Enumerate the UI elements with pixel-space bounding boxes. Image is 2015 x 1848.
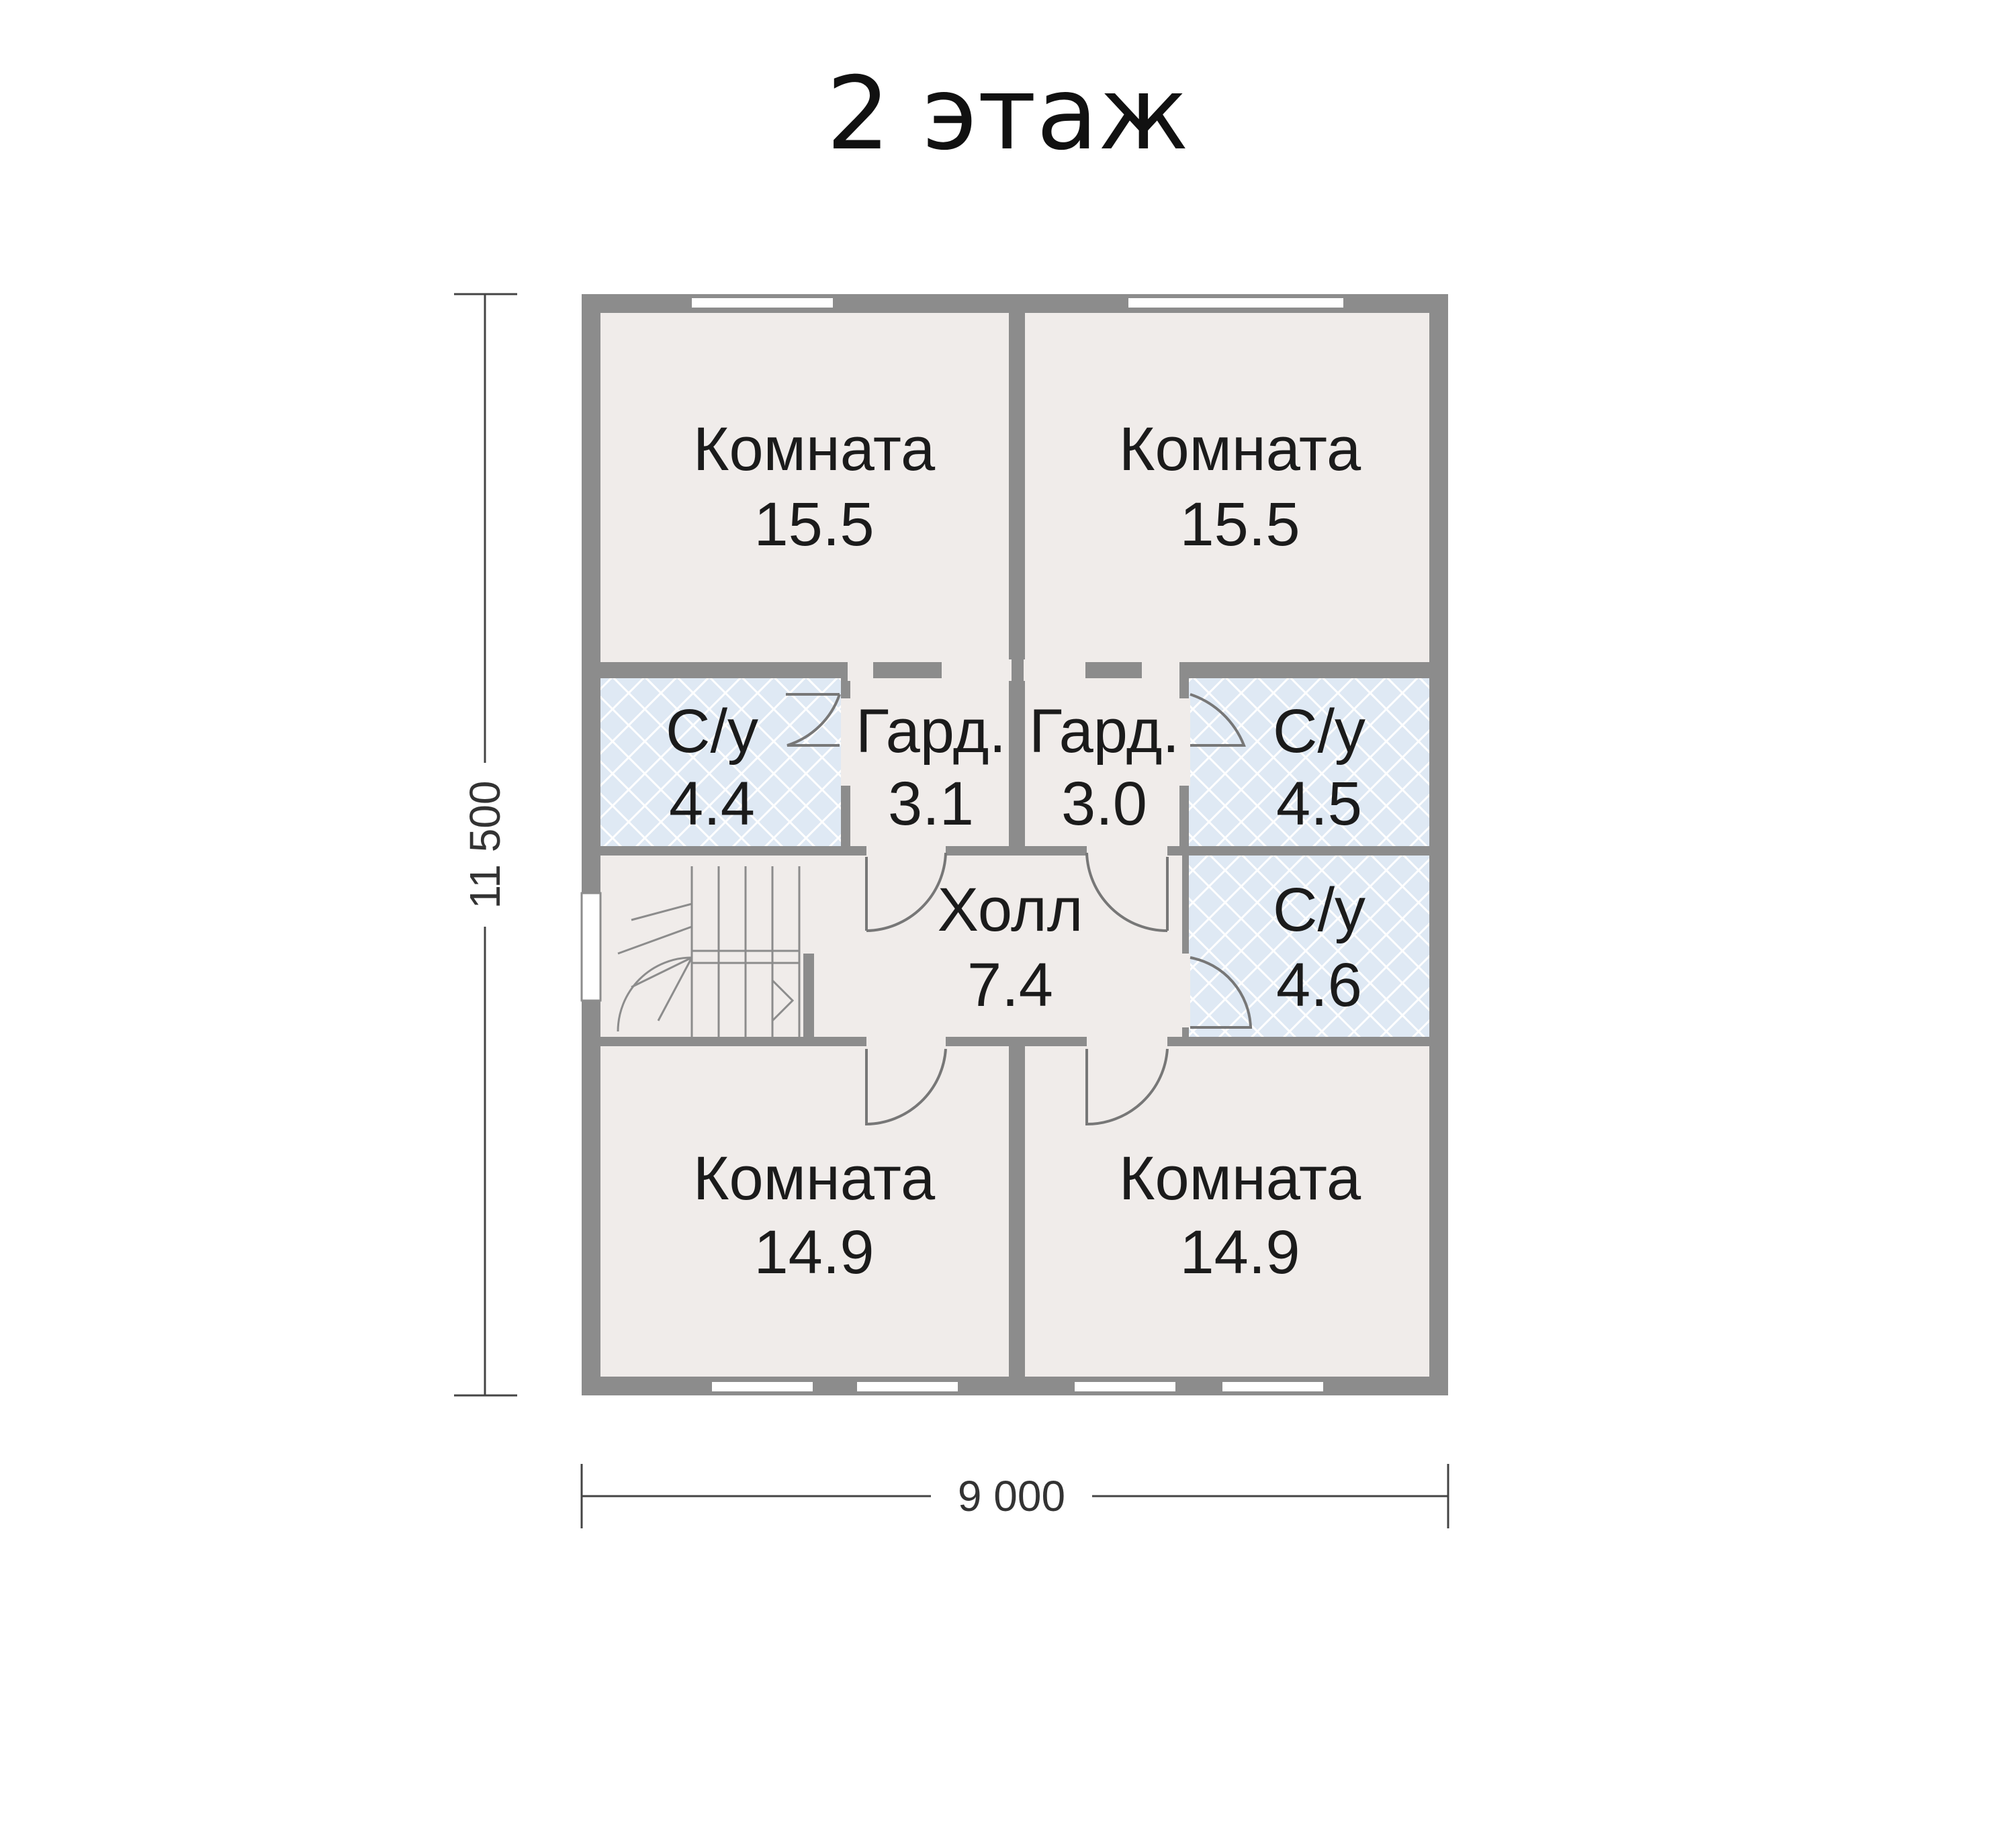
- room-area: 4.6: [1276, 951, 1362, 1019]
- room-name: Холл: [938, 876, 1083, 944]
- room-label: Гард.3.1: [856, 697, 1006, 838]
- room-bedroom-top-left: [600, 313, 1009, 662]
- room-label: Комната 15.5: [693, 415, 936, 559]
- room-label: С/у 4.6: [1273, 876, 1365, 1019]
- room-name: Комната: [693, 415, 936, 483]
- width-dimension-label: 9 000: [958, 1472, 1065, 1520]
- room-bedroom-bottom-left: [600, 1046, 1009, 1377]
- room-wardrobe-left: [850, 678, 1009, 846]
- room-name: Комната: [1119, 415, 1361, 483]
- room-name: С/у: [666, 697, 758, 766]
- room-name: С/у: [1273, 697, 1365, 766]
- room-label: Комната 15.5: [1119, 415, 1361, 559]
- room-name: С/у: [1273, 876, 1365, 944]
- room-wardrobe-right: [1025, 678, 1179, 846]
- room-label: С/у4.5: [1273, 697, 1365, 838]
- room-bathroom-left: [600, 678, 841, 846]
- room-area: 4.4: [669, 770, 755, 838]
- room-area: 3.1: [888, 770, 974, 838]
- room-area: 14.9: [754, 1218, 874, 1287]
- room-label: Холл 7.4: [938, 876, 1083, 1019]
- room-area: 14.9: [1179, 1218, 1300, 1287]
- room-label: Гард.3.0: [1029, 697, 1179, 838]
- room-label: С/у4.4: [666, 697, 758, 838]
- room-area: 15.5: [1179, 490, 1300, 559]
- room-bedroom-bottom-right: [1025, 1046, 1429, 1377]
- room-area: 4.5: [1276, 770, 1362, 838]
- room-name: Комната: [693, 1144, 936, 1213]
- room-name: Гард.: [856, 697, 1006, 766]
- room-bathroom-right-bottom: [1189, 856, 1429, 1037]
- door-gaps: [841, 659, 1190, 1049]
- room-area: 7.4: [967, 951, 1053, 1019]
- room-area: 3.0: [1061, 770, 1147, 838]
- door-swings: [786, 693, 1253, 1126]
- floor-title: 2 этаж: [826, 56, 1189, 173]
- windows: [692, 298, 1343, 1391]
- room-area: 15.5: [754, 490, 874, 559]
- width-dimension: [580, 1464, 1449, 1528]
- room-bathroom-right-top: [1189, 678, 1429, 846]
- room-bedroom-top-right: [1025, 313, 1429, 662]
- room-name: Гард.: [1029, 697, 1179, 766]
- height-dimension-label: 11 500: [461, 781, 509, 909]
- room-name: Комната: [1119, 1144, 1361, 1213]
- height-dimension: [454, 293, 517, 1397]
- staircase: [580, 866, 814, 1037]
